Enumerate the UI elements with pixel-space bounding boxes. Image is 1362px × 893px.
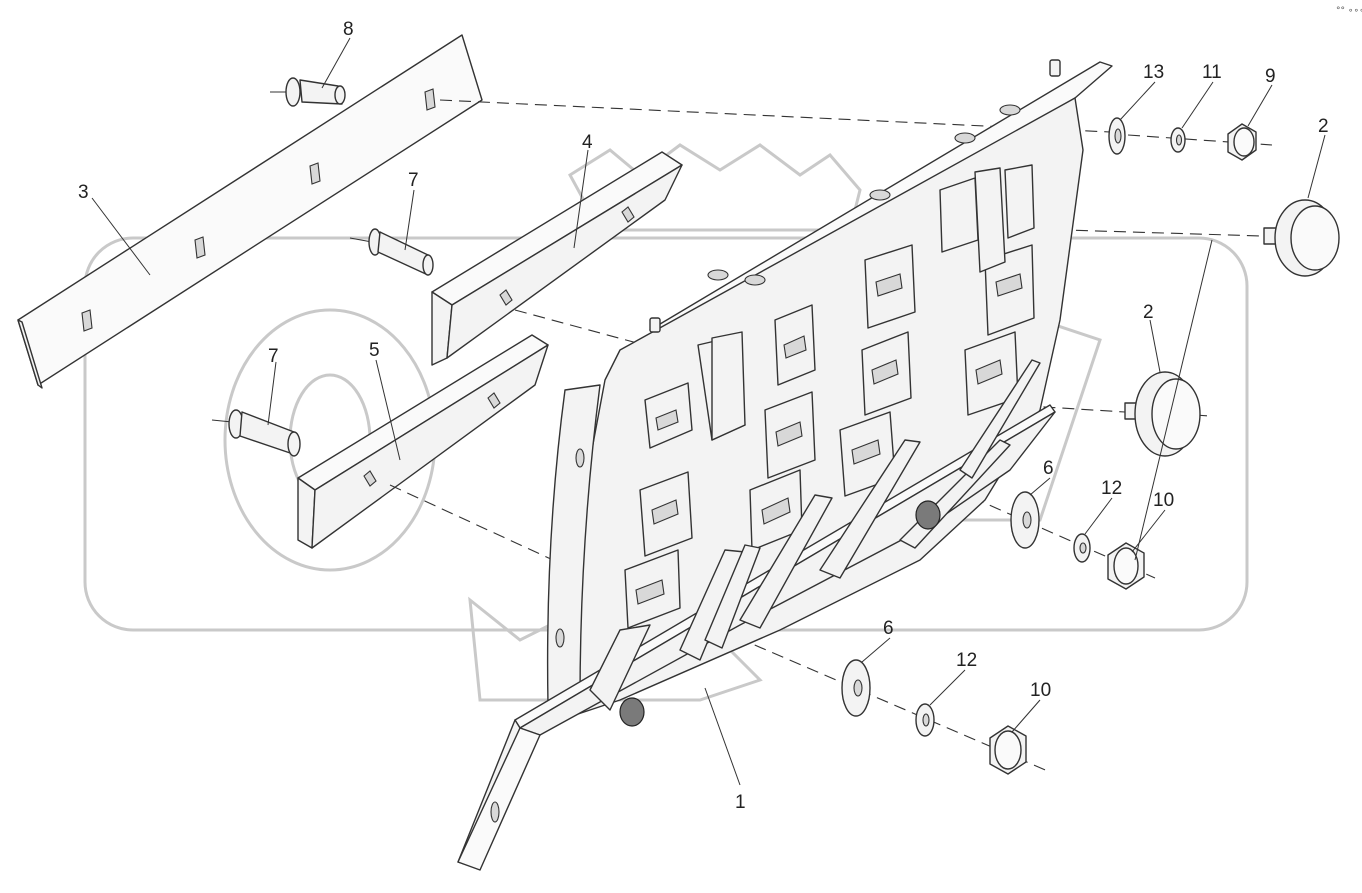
part-2-cap-upper <box>1263 199 1340 277</box>
part-13-washer <box>1108 117 1126 155</box>
part-8-bolt <box>270 77 346 107</box>
part-3-long-bar <box>17 34 483 389</box>
part-10-nut-lower <box>989 725 1027 775</box>
callout-labels: 8 3 4 7 7 5 13 11 9 2 2 6 12 10 6 12 10 … <box>78 19 1329 813</box>
callout-1: 1 <box>735 792 746 813</box>
part-4-blade <box>431 151 683 366</box>
part-6-washer-lower <box>841 659 871 717</box>
callout-4: 4 <box>582 132 593 153</box>
part-11-lock-washer <box>1170 127 1186 153</box>
callout-8: 8 <box>343 19 354 40</box>
callout-7-lower: 7 <box>268 346 279 367</box>
callout-9: 9 <box>1265 66 1276 87</box>
part-2-cap-lower <box>1124 371 1201 457</box>
callout-10-upper: 10 <box>1153 490 1174 511</box>
callout-12-lower: 12 <box>956 650 977 671</box>
part-1-moldboard <box>457 59 1113 871</box>
callout-6-lower: 6 <box>883 618 894 639</box>
part-5-blade <box>297 334 549 549</box>
corner-mark: °° ∘∘∘ <box>1336 6 1362 16</box>
part-7-pin-upper <box>349 228 434 276</box>
part-6-washer-upper <box>1010 491 1040 549</box>
callout-2-upper: 2 <box>1318 116 1329 137</box>
callout-3: 3 <box>78 182 89 203</box>
part-9-nut <box>1227 123 1257 161</box>
callout-13: 13 <box>1143 62 1164 83</box>
part-12-lock-washer-upper <box>1073 533 1091 563</box>
callout-11: 11 <box>1202 62 1222 83</box>
part-12-lock-washer-lower <box>915 703 935 737</box>
callout-6-upper: 6 <box>1043 458 1054 479</box>
callout-12-upper: 12 <box>1101 478 1122 499</box>
callout-5: 5 <box>369 340 380 361</box>
callout-7-upper: 7 <box>408 170 419 191</box>
callout-10-lower: 10 <box>1030 680 1051 701</box>
leader-lines <box>91 37 1326 786</box>
callout-2-lower: 2 <box>1143 302 1154 323</box>
part-7-pin-lower <box>211 409 301 457</box>
part-10-nut-upper <box>1107 542 1145 590</box>
